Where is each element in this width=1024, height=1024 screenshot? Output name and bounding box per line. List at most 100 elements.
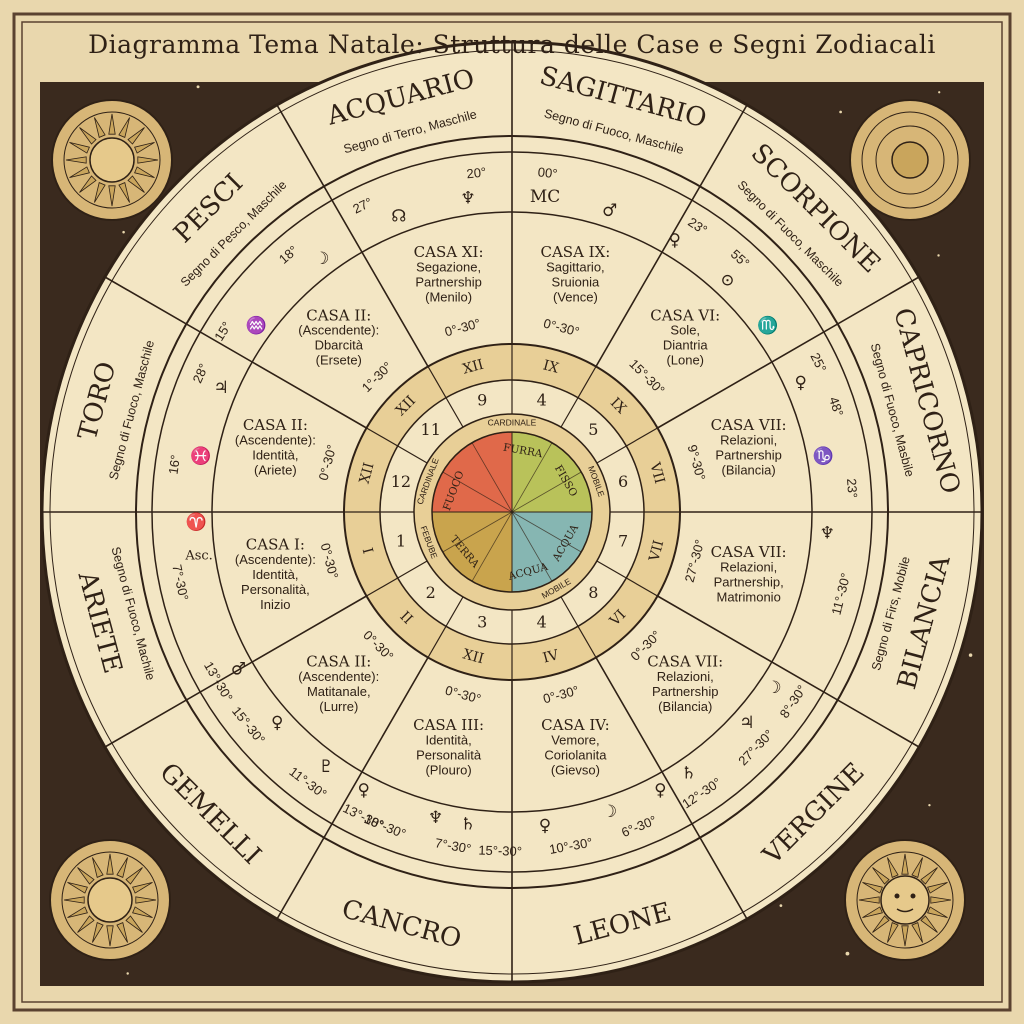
sun-ray [67, 906, 88, 918]
pie-divider [471, 511, 513, 582]
outer-border-inner-line [21, 21, 1003, 1003]
house-line: (Ascendente): [235, 552, 316, 567]
house-number: 5 [588, 420, 598, 439]
house-line: Relazioni, [720, 559, 777, 574]
sun-ray [92, 857, 104, 878]
house-line: (Lone) [666, 353, 704, 368]
sun-ray [125, 867, 143, 885]
house-line: Segazione, [416, 259, 481, 274]
house-title: CASA II: [306, 653, 371, 671]
sun-ray [116, 922, 128, 943]
planet-glyph: ♑ [813, 446, 834, 467]
house-line: (Plouro) [425, 763, 471, 778]
sun-face-medallion-bottom-right [844, 839, 966, 961]
star [122, 230, 125, 234]
inner-divider [560, 366, 597, 428]
house-line: (Ascendente): [235, 433, 316, 448]
star [928, 803, 931, 807]
sun-medallion-top-left [51, 99, 173, 221]
roman-numeral: XII [461, 646, 485, 667]
planet-glyph: ☊ [391, 206, 406, 226]
pie-divider [511, 442, 553, 513]
house-number: 2 [426, 583, 436, 602]
sun-ray [911, 922, 923, 943]
planet-glyph: ♃ [739, 713, 754, 733]
house-number: 4 [537, 390, 547, 409]
planet-glyphs: ♆MC☊♂☽♀♒⊙♃♏♓♀♈♑Asc.♆♂☽♀♃♀♄♇♀♆☽♄♀ [184, 187, 835, 836]
house-line: (Bilancia) [722, 463, 776, 478]
star [968, 653, 973, 657]
sun-ray [63, 896, 85, 904]
sun-ray [106, 853, 114, 875]
planet-glyph: ♆ [428, 808, 443, 828]
house-line: Personalità [416, 748, 482, 763]
sun-ray [94, 182, 106, 203]
degree-mark: 23° [844, 478, 860, 499]
roman-numeral: XII [461, 357, 485, 378]
element-pie [431, 431, 593, 593]
star [126, 972, 129, 975]
planet-glyph: ♆ [820, 524, 835, 544]
planet-glyph: Asc. [184, 548, 212, 563]
sun-ray [927, 906, 948, 918]
degree-mark: 7°-30° [434, 835, 472, 856]
planet-glyph: ♀ [271, 713, 283, 733]
planet-glyph: ♂ [231, 660, 246, 680]
degree-mark: 28° [190, 361, 212, 385]
sun-ray [135, 896, 157, 904]
house-line: Inizio [260, 597, 290, 612]
degree-mark: 10°-30° [548, 835, 594, 857]
house-title: CASA VII: [711, 416, 787, 434]
sun-ray [65, 156, 87, 164]
house-title: CASA I: [246, 535, 305, 553]
house-number: 6 [618, 472, 628, 491]
house-divider [276, 104, 429, 367]
inner-divider [596, 560, 658, 597]
house-line: Sagittario, [546, 259, 605, 274]
house-number: 3 [477, 613, 487, 632]
house-number: 8 [588, 583, 598, 602]
inner-divider [560, 596, 597, 658]
house-line: (Ersete) [316, 353, 362, 368]
house-block: CASA II:(Ascendente):Matitanale,(Lurre)0… [298, 627, 396, 714]
sun-ray [132, 906, 153, 918]
sun-ray [79, 175, 97, 193]
sun-ray [132, 882, 153, 894]
sun-ray [862, 906, 883, 918]
planet-glyph: ♀ [794, 373, 806, 393]
house-line: Diantria [663, 338, 709, 353]
house-line: (Vence) [553, 289, 598, 304]
house-line: Relazioni, [657, 669, 714, 684]
house-divider [104, 276, 367, 429]
sun-ray [69, 166, 90, 178]
planet-glyph: ♀ [539, 816, 551, 836]
house-title: CASA VI: [650, 306, 720, 324]
house-block: CASA I:(Ascendente):Identità,Personalità… [235, 535, 342, 611]
sun-ray [137, 156, 159, 164]
house-line: (Ascendente): [298, 669, 379, 684]
star [839, 110, 842, 114]
inner-divider [366, 560, 428, 597]
sun-ray [911, 857, 923, 878]
pie-divider [511, 511, 582, 553]
outer-border [12, 12, 1012, 1012]
sun-ray [118, 182, 130, 203]
house-line: Identità, [425, 733, 471, 748]
house-line: Partnership, [714, 574, 784, 589]
house-line: Partnership [652, 684, 718, 699]
roman-numeral: I [359, 546, 376, 555]
house-title: CASA III: [413, 716, 484, 734]
inner-divider [366, 427, 428, 464]
house-title: CASA II: [306, 306, 371, 324]
planet-glyph: ☽ [314, 249, 329, 269]
planet-glyph: ♀ [357, 781, 369, 801]
planet-glyph: ♀ [654, 781, 666, 801]
sun-ray [77, 867, 95, 885]
planet-glyph: ☽ [766, 678, 781, 698]
house-line: (Menilo) [425, 289, 472, 304]
sun-ray [872, 915, 890, 933]
sun-ray [125, 915, 143, 933]
sun-ray [927, 882, 948, 894]
planet-glyph: ♈ [186, 512, 207, 533]
